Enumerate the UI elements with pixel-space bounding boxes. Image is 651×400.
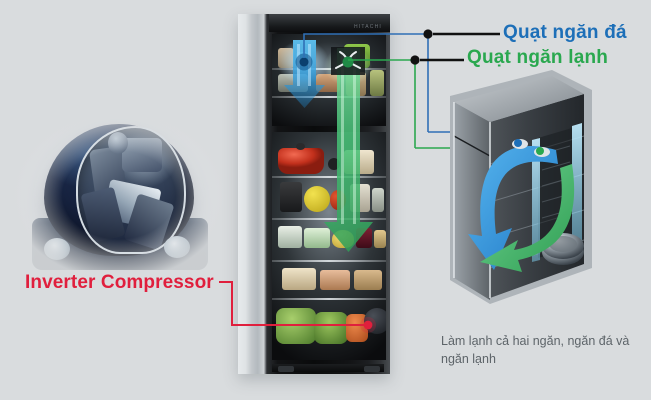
diagram-caption: Làm lạnh cả hai ngăn, ngăn đá và ngăn lạ… [441,334,630,367]
fridge-base [272,364,384,372]
fridge-top-panel [269,14,390,32]
compressor-photo [14,110,224,280]
brand-logo: HITACHI [353,24,382,30]
schematic-freezer-arrow [468,146,558,270]
schematic-fan-markers [512,139,550,157]
label-fridge-fan: Quạt ngăn lạnh [467,47,609,68]
compressor-connector-line [219,281,376,333]
freezer-fan-icon [295,53,313,71]
fridge-foot [364,366,380,372]
freezer-airflow-arrow [277,40,329,108]
fridge-compartment [272,132,386,360]
fridge-fan-icon [331,47,365,75]
label-inverter-compressor: Inverter Compressor [25,272,214,293]
fridge-foot [278,366,294,372]
schematic-fridge-arrow [480,164,575,272]
compressor-vignette [14,110,224,280]
fridge-airflow-arrow [324,46,373,252]
label-freezer-fan: Quạt ngăn đá [503,22,627,43]
fridge-schematic-diagram [450,70,592,304]
